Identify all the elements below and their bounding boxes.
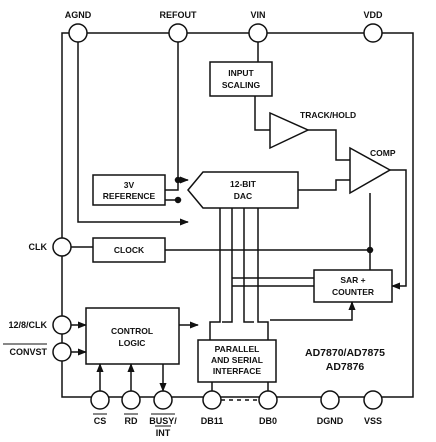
track-hold-label: TRACK/HOLD xyxy=(300,110,356,120)
pin-label-rd: RD xyxy=(125,416,138,426)
reference-label-1: 3V xyxy=(124,180,135,190)
sar-label-1: SAR + xyxy=(340,275,365,285)
pin-label-clk: CLK xyxy=(29,242,48,252)
input-scaling-label-1: INPUT xyxy=(228,68,254,78)
control-logic-block xyxy=(85,307,180,365)
pin-label-db0: DB0 xyxy=(259,416,277,426)
pin-dgnd[interactable] xyxy=(320,390,340,410)
part-number-line-2: AD7876 xyxy=(326,361,365,373)
pin-label-convst: CONVST xyxy=(9,347,47,357)
pin-label-vss: VSS xyxy=(364,416,382,426)
pin-vin[interactable] xyxy=(248,23,268,43)
dac-label-1: 12-BIT xyxy=(230,179,257,189)
pin-clk[interactable] xyxy=(52,237,72,257)
sar-label-2: COUNTER xyxy=(332,287,374,297)
part-number-line-1: AD7870/AD7875 xyxy=(305,347,385,359)
pin-12-8-clk[interactable] xyxy=(52,315,72,335)
pin-label-vdd: VDD xyxy=(363,10,383,20)
pin-vdd[interactable] xyxy=(363,23,383,43)
pin-rd[interactable] xyxy=(121,390,141,410)
dac-block xyxy=(187,171,299,209)
pin-refout[interactable] xyxy=(168,23,188,43)
pin-label-vin: VIN xyxy=(250,10,265,20)
pin-db0[interactable] xyxy=(258,390,278,410)
pin-label-agnd: AGND xyxy=(65,10,92,20)
pin-label-cs: CS xyxy=(94,416,107,426)
pin-agnd[interactable] xyxy=(68,23,88,43)
pin-label-dgnd: DGND xyxy=(317,416,344,426)
reference-label-2: REFERENCE xyxy=(103,191,156,201)
pin-label-int: INT xyxy=(156,428,171,438)
pin-vss[interactable] xyxy=(363,390,383,410)
pin-cs[interactable] xyxy=(90,390,110,410)
control-logic-label-1: CONTROL xyxy=(111,326,153,336)
chip-outline xyxy=(61,32,414,398)
input-scaling-label-2: SCALING xyxy=(222,80,261,90)
comparator xyxy=(349,146,392,195)
pin-label-refout: REFOUT xyxy=(160,10,198,20)
dac-label-2: DAC xyxy=(234,191,252,201)
interface-label-2: AND SERIAL xyxy=(211,355,263,365)
comp-label: COMP xyxy=(370,148,396,158)
pin-busy-int[interactable] xyxy=(153,390,173,410)
input-scaling-block xyxy=(209,61,273,97)
pin-label-db11: DB11 xyxy=(201,416,224,426)
pin-convst[interactable] xyxy=(52,342,72,362)
pin-label-busy: BUSY/ xyxy=(149,416,177,426)
pin-db11[interactable] xyxy=(202,390,222,410)
interface-label-1: PARALLEL xyxy=(215,344,260,354)
pin-label-12-8-clk: 12/8/CLK xyxy=(8,320,47,330)
control-logic-label-2: LOGIC xyxy=(119,338,146,348)
clock-label: CLOCK xyxy=(114,245,145,255)
interface-label-3: INTERFACE xyxy=(213,366,262,376)
interface-block xyxy=(197,339,277,383)
